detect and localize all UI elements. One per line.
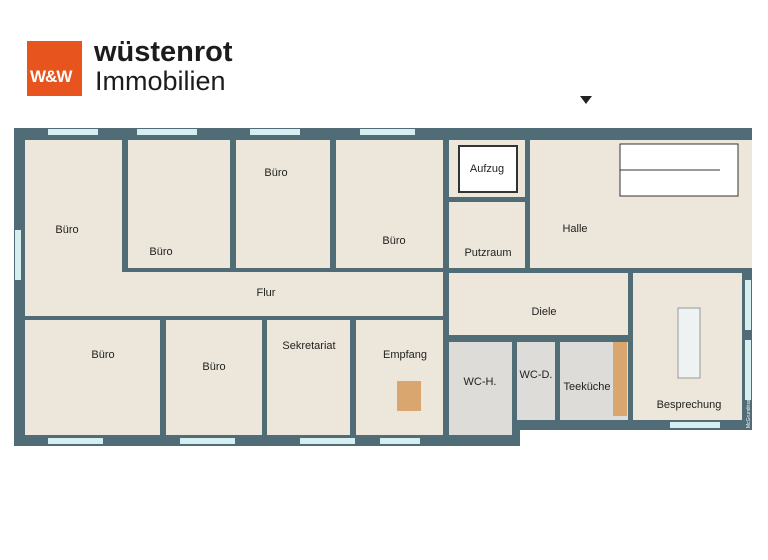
label-halle: Halle xyxy=(562,223,587,235)
label-buero-4: Büro xyxy=(382,235,405,247)
label-teekueche: Teeküche xyxy=(563,381,610,393)
elevator-cab xyxy=(458,145,518,193)
room-buero-2 xyxy=(128,140,230,268)
brand-subtitle: Immobilien xyxy=(95,66,226,96)
room-wc-h xyxy=(449,342,512,435)
room-buero-4 xyxy=(336,140,443,268)
room-diele xyxy=(449,273,628,335)
brand-name: wüstenrot xyxy=(94,36,233,68)
watermark: McGrundriss xyxy=(746,399,752,428)
room-floors xyxy=(25,140,752,435)
label-empfang: Empfang xyxy=(383,349,427,361)
room-buero-6 xyxy=(166,320,262,435)
room-buero-5 xyxy=(25,320,160,435)
label-putzraum: Putzraum xyxy=(464,247,511,259)
label-buero-5: Büro xyxy=(91,349,114,361)
wuestenrot-logo: W&W xyxy=(27,41,82,96)
room-buero-1 xyxy=(25,140,122,268)
room-buero-3 xyxy=(236,140,330,268)
label-sekretariat: Sekretariat xyxy=(282,340,335,352)
room-sekretariat xyxy=(267,320,350,435)
windows xyxy=(15,129,751,444)
kitchen-counter xyxy=(613,342,627,416)
conference-table xyxy=(677,307,701,379)
label-aufzug: Aufzug xyxy=(470,163,504,175)
label-besprechung: Besprechung xyxy=(657,399,722,411)
room-wc-d xyxy=(517,342,555,420)
label-wc-d: WC-D. xyxy=(520,369,553,381)
label-buero-3: Büro xyxy=(264,167,287,179)
staircase xyxy=(619,143,739,197)
label-flur: Flur xyxy=(257,287,276,299)
entrance-arrow-icon xyxy=(580,96,592,104)
logo-mark: W&W xyxy=(30,67,72,86)
label-buero-2: Büro xyxy=(149,246,172,258)
label-buero-6: Büro xyxy=(202,361,225,373)
reception-desk xyxy=(397,381,421,411)
label-diele: Diele xyxy=(531,306,556,318)
label-wc-h: WC-H. xyxy=(464,376,497,388)
room-putzraum xyxy=(449,202,525,268)
room-empfang xyxy=(356,320,443,435)
label-buero-1: Büro xyxy=(55,224,78,236)
